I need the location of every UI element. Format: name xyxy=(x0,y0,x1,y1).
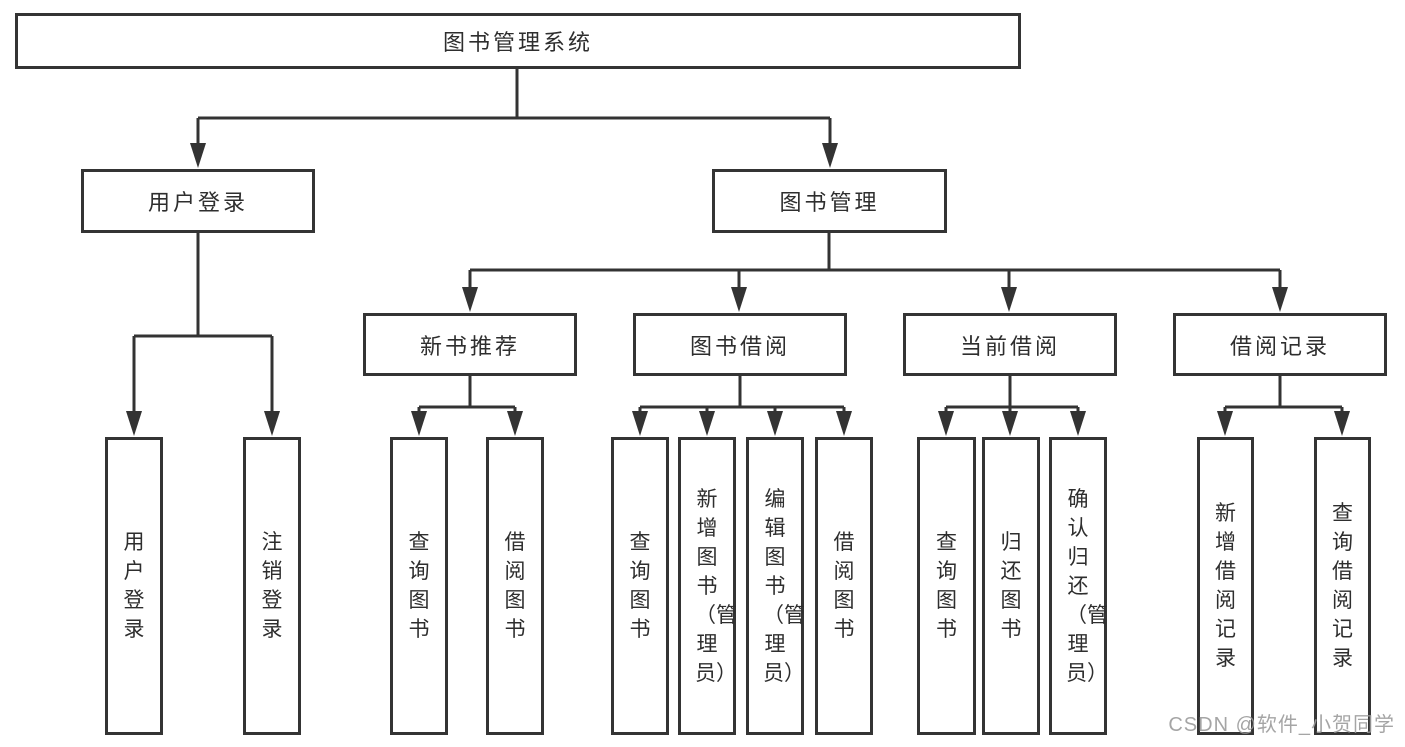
connector-current-borrow-split xyxy=(938,376,1086,436)
node-borrow-records: 借阅记录 xyxy=(1173,313,1387,376)
leaf-edit-book-admin: 编辑图书（管理员） xyxy=(746,437,805,735)
node-label: 新书推荐 xyxy=(419,333,520,359)
node-label: 图书借阅 xyxy=(689,333,790,359)
node-label: 用户登录 xyxy=(147,190,248,215)
leaf-label: 借阅图书 xyxy=(833,531,855,641)
node-label: 当前借阅 xyxy=(959,333,1060,359)
leaf-label: 确认归还（管理员） xyxy=(1066,487,1108,685)
leaf-logout: 注销登录 xyxy=(243,437,301,735)
leaf-label: 借阅图书 xyxy=(504,531,526,641)
leaf-label: 注销登录 xyxy=(261,531,283,641)
node-user-login: 用户登录 xyxy=(81,169,315,233)
leaf-label: 新增图书（管理员） xyxy=(695,487,737,685)
node-library-management-system: 图书管理系统 xyxy=(15,13,1021,69)
node-label: 图书管理系统 xyxy=(442,30,593,55)
node-current-borrow: 当前借阅 xyxy=(903,313,1117,376)
leaf-label: 查询图书 xyxy=(408,531,430,641)
leaf-label: 查询图书 xyxy=(936,531,957,641)
csdn-watermark: CSDN @软件_小贺同学 xyxy=(1168,714,1395,736)
connector-book-borrow-split xyxy=(632,376,852,436)
leaf-query-books-current: 查询图书 xyxy=(917,437,976,735)
leaf-label: 归还图书 xyxy=(1000,531,1022,641)
node-label: 图书管理 xyxy=(779,190,880,215)
leaf-query-borrow-record: 查询借阅记录 xyxy=(1314,437,1371,735)
leaf-borrow-books-recommend: 借阅图书 xyxy=(486,437,544,735)
leaf-label: 查询借阅记录 xyxy=(1332,502,1353,670)
leaf-confirm-return-admin: 确认归还（管理员） xyxy=(1049,437,1108,735)
connector-root-split xyxy=(190,69,838,168)
node-book-borrow: 图书借阅 xyxy=(633,313,847,376)
leaf-query-books-recommend: 查询图书 xyxy=(390,437,448,735)
connector-book-management-split xyxy=(462,233,1288,312)
connector-user-login-split xyxy=(126,233,280,436)
leaf-label: 用户登录 xyxy=(123,531,145,641)
connector-new-book-split xyxy=(411,376,523,436)
leaf-borrow-books-borrow: 借阅图书 xyxy=(815,437,873,735)
node-book-management: 图书管理 xyxy=(712,169,947,233)
leaf-label: 编辑图书（管理员） xyxy=(763,487,805,685)
node-label: 借阅记录 xyxy=(1229,333,1330,359)
leaf-label: 查询图书 xyxy=(629,531,651,641)
leaf-add-book-admin: 新增图书（管理员） xyxy=(678,437,737,735)
node-new-book-recommend: 新书推荐 xyxy=(363,313,577,376)
connector-borrow-records-split xyxy=(1217,376,1350,436)
leaf-label: 新增借阅记录 xyxy=(1215,502,1236,670)
leaf-query-books-borrow: 查询图书 xyxy=(611,437,669,735)
leaf-return-books: 归还图书 xyxy=(982,437,1040,735)
leaf-user-login: 用户登录 xyxy=(105,437,163,735)
leaf-add-borrow-record: 新增借阅记录 xyxy=(1197,437,1254,735)
